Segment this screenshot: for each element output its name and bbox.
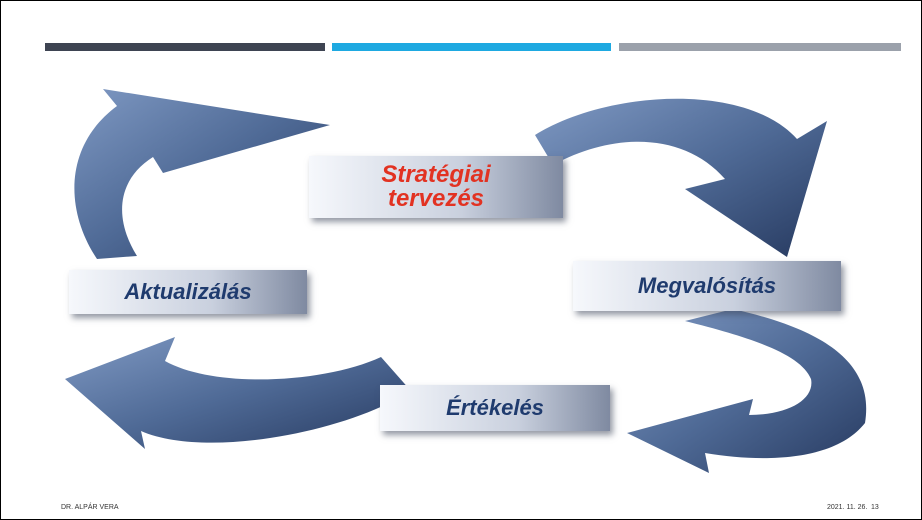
footer-author: DR. ALPÁR VERA <box>61 504 119 511</box>
cycle-diagram: Stratégiai tervezés Megvalósítás Aktuali… <box>45 61 899 481</box>
step-strategiai-tervezes: Stratégiai tervezés <box>309 156 563 218</box>
step-strategiai-line2: tervezés <box>387 185 485 212</box>
arrow-top-left <box>74 89 330 259</box>
header-bar-gray <box>619 43 901 51</box>
step-aktualizalas: Aktualizálás <box>69 270 307 314</box>
header-bar-dark <box>45 43 325 51</box>
arrow-top-right <box>535 98 827 258</box>
arrow-bottom-right <box>627 309 867 473</box>
header-bar-blue <box>332 43 611 51</box>
step-megvalositas: Megvalósítás <box>573 261 841 311</box>
cycle-arrows <box>65 89 867 473</box>
arrow-bottom-left <box>65 337 411 449</box>
step-ertekeles: Értékelés <box>380 385 610 431</box>
step-strategiai-line1: Stratégiai <box>381 161 491 188</box>
footer-page-number: 13 <box>871 504 879 511</box>
footer-date: 2021. 11. 26. <box>827 504 868 511</box>
